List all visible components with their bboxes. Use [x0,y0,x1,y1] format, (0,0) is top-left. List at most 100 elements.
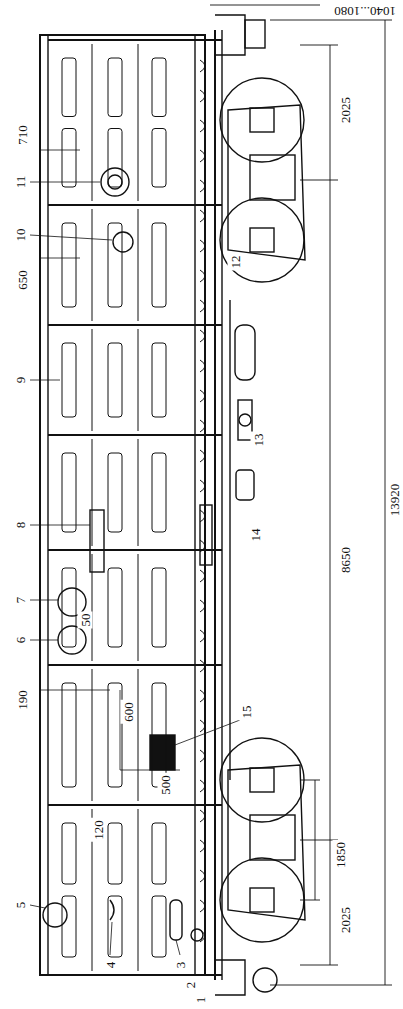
panel-stroke [152,896,166,957]
panel-stroke [108,343,122,417]
panel-stroke [108,129,122,188]
panel-stroke [92,329,93,431]
dimension-label: 13920 [386,482,401,519]
callout-number: 2 [183,980,198,991]
panel-stroke [138,329,139,431]
panel-stroke [62,343,76,417]
panel-stroke [200,540,205,552]
panel-stroke [152,683,166,787]
callout-number: 8 [13,520,28,531]
panel-stroke [200,930,205,942]
panel-stroke [138,439,139,546]
callout-number: 3 [173,960,188,971]
panel-stroke [200,150,205,162]
panel-stroke [48,549,222,551]
panel-stroke [152,223,166,307]
panel-stroke [200,90,205,102]
panel-stroke [108,683,122,787]
panel-stroke [152,453,166,532]
panel-stroke [200,870,205,882]
panel-stroke [108,453,122,532]
callout-number: 6 [13,635,28,646]
callout-number: 5 [13,900,28,911]
callout-number: 4 [103,960,118,971]
dimension-label: 8650 [338,545,353,575]
dimension-label: 1850 [333,840,348,870]
panel-stroke [62,453,76,532]
panel-stroke [200,210,205,222]
panel-stroke [48,664,222,666]
panel-stroke [138,44,139,201]
panel-stroke [62,58,76,117]
panel-stroke [152,343,166,417]
panel-stroke [48,39,222,41]
callout-number: 14 [248,527,263,544]
panel-stroke [200,300,205,312]
dimension-label: 2025 [338,905,353,935]
panel-stroke [200,780,205,792]
panel-stroke [138,669,139,801]
panel-stroke [108,223,122,307]
panel-stroke [200,450,205,462]
panel-stroke [152,568,166,647]
panel-stroke [200,900,205,912]
dimension-label: 120 [91,818,106,842]
callout-number: 9 [13,375,28,386]
panel-stroke [200,480,205,492]
panel-stroke [48,204,222,206]
panel-stroke [92,669,93,801]
dimension-label: 2025 [338,95,353,125]
panel-stroke [200,660,205,672]
panel-stroke [200,570,205,582]
panel-stroke [92,554,93,661]
dimension-label: 50 [78,612,93,629]
panel-stroke [62,223,76,307]
callout-number: 13 [251,432,266,449]
panel-stroke [62,896,76,957]
panel-stroke [48,974,222,976]
panel-stroke [108,568,122,647]
panel-stroke [138,809,139,971]
panel-stroke [200,750,205,762]
panel-stroke [200,840,205,852]
callout-number: 15 [239,704,254,721]
panel-stroke [92,44,93,201]
panel-stroke [62,568,76,647]
callout-number: 11 [13,174,28,191]
dimension-label: 500 [158,773,173,797]
panel-stroke [200,510,205,522]
panel-stroke [200,330,205,342]
panel-stroke [200,630,205,642]
callout-number: 10 [13,227,28,244]
panel-stroke [92,439,93,546]
panel-stroke [62,823,76,884]
panel-stroke [108,896,122,957]
callout-number: 7 [13,595,28,606]
panel-stroke [138,209,139,321]
panel-stroke [200,390,205,402]
panel-stroke [108,823,122,884]
dimension-label: 190 [15,688,30,712]
panel-stroke [200,690,205,702]
dimension-label: 1040...1080 [332,4,398,19]
panel-stroke [152,58,166,117]
panel-stroke [62,129,76,188]
panel-stroke [200,60,205,72]
panel-stroke [200,240,205,252]
panel-stroke [108,58,122,117]
panel-stroke [200,270,205,282]
panel-stroke [48,804,222,806]
dimension-label: 710 [15,123,30,147]
panel-stroke [200,810,205,822]
panel-stroke [152,823,166,884]
dimension-label: 600 [121,700,136,724]
panel-stroke [200,720,205,732]
dimension-label: 650 [15,268,30,292]
panel-stroke [138,554,139,661]
panel-stroke [48,434,222,436]
panel-stroke [62,683,76,787]
callout-number: 1 [193,995,208,1006]
panel-stroke [48,324,222,326]
panel-stroke [200,360,205,372]
